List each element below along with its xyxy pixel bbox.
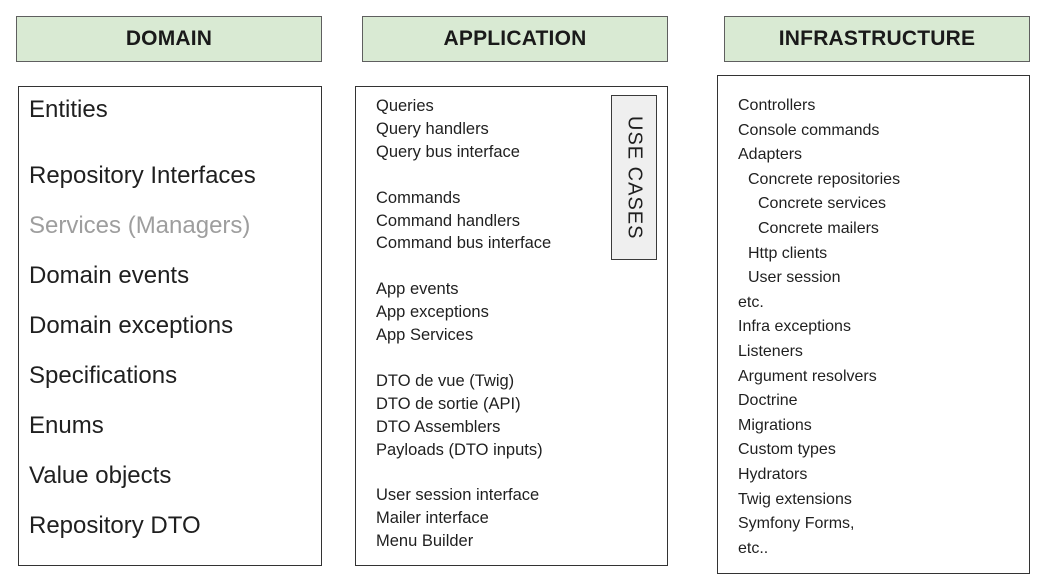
domain-item: Specifications: [29, 362, 178, 389]
infra-item: Doctrine: [738, 392, 798, 410]
app-group-dto: DTO de vue (Twig) DTO de sortie (API) DT…: [376, 370, 551, 462]
app-item: Queries: [376, 97, 434, 115]
infra-item: Symfony Forms,: [738, 515, 855, 533]
app-item: DTO de vue (Twig): [376, 371, 515, 390]
application-header: APPLICATION: [362, 16, 668, 62]
app-group-interfaces: User session interface Mailer interface …: [376, 484, 551, 553]
infra-item: Console commands: [738, 121, 880, 139]
infra-item: Hydrators: [738, 465, 808, 483]
app-item: DTO de sortie (API): [376, 394, 521, 413]
domain-item: Domain exceptions: [29, 312, 234, 339]
domain-item: Repository Interfaces: [29, 162, 256, 189]
domain-item-muted: Services (Managers): [29, 212, 251, 239]
infra-item: Infra exceptions: [738, 318, 851, 336]
infra-item: Adapters: [738, 146, 803, 164]
infra-item: Twig extensions: [738, 490, 852, 508]
app-item: User session interface: [376, 486, 540, 505]
infra-item: Listeners: [738, 342, 803, 360]
infra-item: Controllers: [738, 97, 816, 114]
app-item: App exceptions: [376, 303, 489, 322]
app-group-commands: Commands Command handlers Command bus in…: [376, 187, 551, 256]
domain-header: DOMAIN: [16, 16, 322, 62]
app-item: Mailer interface: [376, 509, 489, 528]
infrastructure-header-label: INFRASTRUCTURE: [778, 27, 976, 50]
app-item: Command handlers: [376, 211, 520, 230]
infra-item: Http clients: [748, 244, 828, 262]
infra-item: Concrete services: [758, 195, 887, 213]
domain-header-label: DOMAIN: [125, 27, 213, 50]
infra-item: etc.: [738, 293, 764, 311]
domain-item: Entities: [29, 96, 108, 123]
use-cases-label: USE CASES: [623, 115, 646, 240]
application-box: Queries Query handlers Query bus interfa…: [355, 86, 668, 566]
app-item: Command bus interface: [376, 234, 552, 253]
infrastructure-list: Controllers Console commands Adapters Co…: [738, 94, 900, 561]
infra-item: Argument resolvers: [738, 367, 877, 385]
app-item: DTO Assemblers: [376, 417, 501, 436]
domain-item: Enums: [29, 412, 104, 439]
domain-box: Entities Repository Interfaces Services …: [18, 86, 322, 566]
infra-item: Migrations: [738, 416, 812, 434]
app-group-events: App events App exceptions App Services: [376, 278, 551, 347]
app-item: Commands: [376, 188, 461, 207]
infra-item: Concrete mailers: [758, 219, 879, 237]
app-item: App Services: [376, 326, 474, 345]
app-item: Menu Builder: [376, 532, 474, 551]
app-item: Payloads (DTO inputs): [376, 440, 543, 459]
application-list: Queries Query handlers Query bus interfa…: [376, 95, 551, 576]
infra-item: User session: [748, 269, 841, 287]
infrastructure-header: INFRASTRUCTURE: [724, 16, 1030, 62]
use-cases-box: USE CASES: [611, 95, 657, 260]
domain-item: Value objects: [29, 462, 172, 489]
application-header-label: APPLICATION: [443, 27, 587, 50]
infra-item: Concrete repositories: [748, 170, 901, 188]
app-group-queries: Queries Query handlers Query bus interfa…: [376, 95, 551, 164]
infra-item: etc..: [738, 539, 769, 557]
infrastructure-box: Controllers Console commands Adapters Co…: [717, 75, 1030, 574]
app-item: App events: [376, 280, 459, 299]
infra-item: Custom types: [738, 441, 836, 459]
domain-item: Domain events: [29, 262, 190, 289]
domain-item: Repository DTO: [29, 512, 201, 539]
app-item: Query bus interface: [376, 142, 520, 161]
app-item: Query handlers: [376, 119, 489, 138]
